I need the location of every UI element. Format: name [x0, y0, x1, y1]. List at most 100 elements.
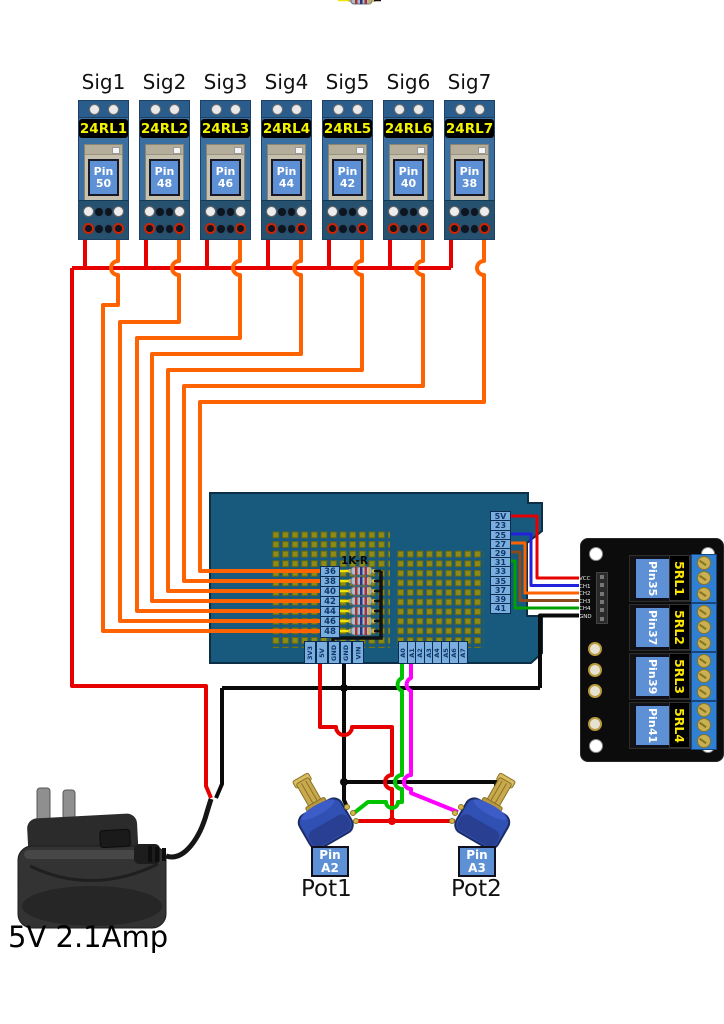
- screw-icon: [107, 103, 119, 115]
- relay-name-badge: 5RL1: [669, 555, 690, 601]
- status-led: [588, 717, 602, 731]
- wire-sig1: [101, 240, 336, 633]
- wire-vcc-red: [509, 514, 579, 580]
- sig7-label: Sig7: [447, 70, 492, 94]
- wire-sig5: [166, 240, 364, 593]
- pot1-label: Pot1: [301, 876, 352, 902]
- pin-5v-power: 5V: [316, 641, 328, 664]
- status-led: [588, 663, 602, 677]
- header-ch4: CH4: [579, 606, 591, 612]
- wire-a1-magenta: [402, 663, 459, 814]
- screw-icon: [412, 103, 424, 115]
- potentiometer-pot2: [449, 764, 531, 854]
- screw-icon: [88, 103, 100, 115]
- gnd-to-pot1: [342, 688, 349, 808]
- pin-gnd1: GND: [328, 641, 340, 664]
- relay-name-badge: 24RL2: [140, 119, 189, 138]
- relay-indicator: [112, 147, 120, 154]
- terminal-screw: [113, 206, 124, 217]
- terminal-block: [691, 652, 717, 701]
- relay-name-badge: 5RL3: [669, 653, 690, 699]
- relay-name-badge: 24RL1: [79, 119, 128, 138]
- screw-icon: [454, 103, 466, 115]
- potentiometer-pot1: [292, 772, 359, 850]
- power-supply-label: 5V 2.1Amp: [8, 920, 169, 954]
- sig6-label: Sig6: [386, 70, 431, 94]
- red-drop-to-psu: [70, 268, 213, 799]
- status-led: [588, 684, 602, 698]
- resistor-gnd-bus: [331, 571, 383, 643]
- wire-ch3-brown: [509, 550, 579, 602]
- relay-name-badge: 24RL5: [323, 119, 372, 138]
- sig4-label: Sig4: [264, 70, 309, 94]
- wire-ch4-green: [509, 559, 579, 610]
- screw-icon: [149, 103, 161, 115]
- pin-41: 41: [490, 603, 511, 614]
- resistor-bank-1k: [331, 0, 383, 643]
- mount-hole: [589, 547, 603, 561]
- mount-screws: [79, 101, 128, 118]
- relay-signal-wires-orange: [101, 240, 486, 633]
- plug-prong: [36, 787, 51, 823]
- sig2-label: Sig2: [142, 70, 187, 94]
- screw-icon: [229, 103, 241, 115]
- terminal-block: [691, 554, 717, 603]
- relay-name-badge: 24RL6: [384, 119, 433, 138]
- relay-name-badge: 24RL3: [201, 119, 250, 138]
- sig1-label: Sig1: [81, 70, 126, 94]
- pad-grid-right: [396, 549, 484, 648]
- junction-dots: [340, 684, 396, 825]
- screw-icon: [473, 103, 485, 115]
- screw-icon: [168, 103, 180, 115]
- mount-hole: [589, 739, 603, 753]
- pot-wires: [318, 663, 459, 823]
- pin-3v3: 3V3: [304, 641, 316, 664]
- header-ch2: CH2: [579, 591, 591, 597]
- screw-icon: [393, 103, 405, 115]
- relay4-header-wires: [509, 514, 579, 610]
- header-vcc: VCC: [579, 576, 591, 582]
- wire-sig7: [198, 240, 486, 573]
- sig5-label: Sig5: [325, 70, 370, 94]
- adapter-cord: [165, 798, 214, 860]
- relay-name-badge: 24RL7: [445, 119, 494, 138]
- terminal-block: [445, 200, 494, 239]
- terminal-block: [323, 200, 372, 239]
- sig3-label: Sig3: [203, 70, 248, 94]
- relay-name-badge: 5RL2: [669, 604, 690, 650]
- screw-icon: [332, 103, 344, 115]
- header-ch3: CH3: [579, 598, 591, 605]
- terminal-block: [201, 200, 250, 239]
- screw-icon: [210, 103, 222, 115]
- relay-name-badge: 24RL4: [262, 119, 311, 138]
- wire-sig4: [150, 240, 336, 603]
- wire-5v-to-pots: [318, 663, 394, 821]
- terminal-block: [691, 603, 717, 652]
- screw-icon: [351, 103, 363, 115]
